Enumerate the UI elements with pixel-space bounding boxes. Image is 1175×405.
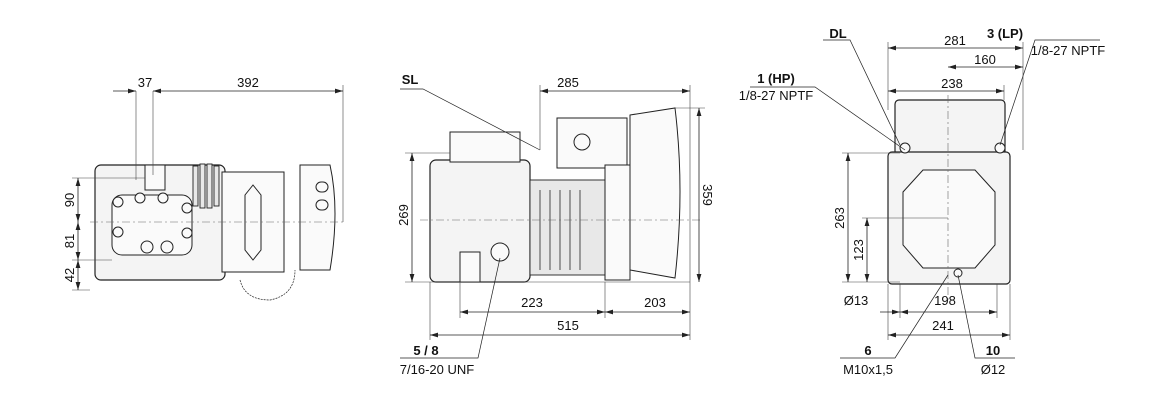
label-part-6: 6	[864, 343, 871, 358]
label-sl: SL	[402, 72, 419, 87]
dim-81: 81	[62, 234, 77, 248]
dim-160: 160	[974, 52, 996, 67]
label-lp: 3 (LP)	[987, 26, 1023, 41]
dim-dia-13: Ø13	[844, 293, 869, 308]
dim-285: 285	[557, 75, 579, 90]
label-mount: 5 / 8	[413, 343, 438, 358]
end-cover	[902, 169, 996, 269]
dim-223: 223	[521, 295, 543, 310]
motor-cover	[629, 107, 681, 279]
cylinder-head	[111, 194, 193, 256]
label-dl: DL	[829, 26, 846, 41]
dim-42: 42	[62, 268, 77, 282]
dim-359: 359	[700, 184, 715, 206]
dim-281: 281	[944, 33, 966, 48]
dim-241: 241	[932, 318, 954, 333]
dim-269: 269	[396, 204, 411, 226]
cooling-fins	[529, 179, 611, 276]
label-lp-thread: 1/8-27 NPTF	[1031, 43, 1105, 58]
label-part-10-dia: Ø12	[981, 362, 1006, 377]
label-part-10: 10	[986, 343, 1000, 358]
dim-203: 203	[644, 295, 666, 310]
dim-123: 123	[851, 239, 866, 261]
logo-plate	[244, 184, 262, 261]
terminal-box	[556, 117, 628, 169]
cooling-fins	[192, 163, 220, 209]
dim-37: 37	[138, 75, 152, 90]
label-hp: 1 (HP)	[757, 71, 795, 86]
dim-238: 238	[941, 76, 963, 91]
top-view: 37 392 90 81 42	[62, 75, 345, 301]
lp-port	[994, 142, 1006, 154]
dim-198: 198	[934, 293, 956, 308]
valve-block	[144, 164, 166, 191]
cylinder-head	[449, 131, 521, 163]
dim-392: 392	[237, 75, 259, 90]
dim-515: 515	[557, 318, 579, 333]
label-hp-thread: 1/8-27 NPTF	[739, 88, 813, 103]
dim-263: 263	[832, 207, 847, 229]
label-part-6-thread: M10x1,5	[843, 362, 893, 377]
label-mount-thread: 7/16-20 UNF	[400, 362, 474, 377]
cable	[239, 269, 296, 301]
hp-port	[899, 142, 911, 154]
cylinder-head	[894, 99, 1006, 156]
dim-90: 90	[62, 193, 77, 207]
motor-cover	[299, 164, 336, 271]
side-view: SL 285 269 359 223 203 515 5 / 8 7/16-20…	[396, 72, 715, 377]
end-view: DL 1 (HP) 1/8-27 NPTF 3 (LP) 1/8-27 NPTF…	[739, 26, 1105, 377]
